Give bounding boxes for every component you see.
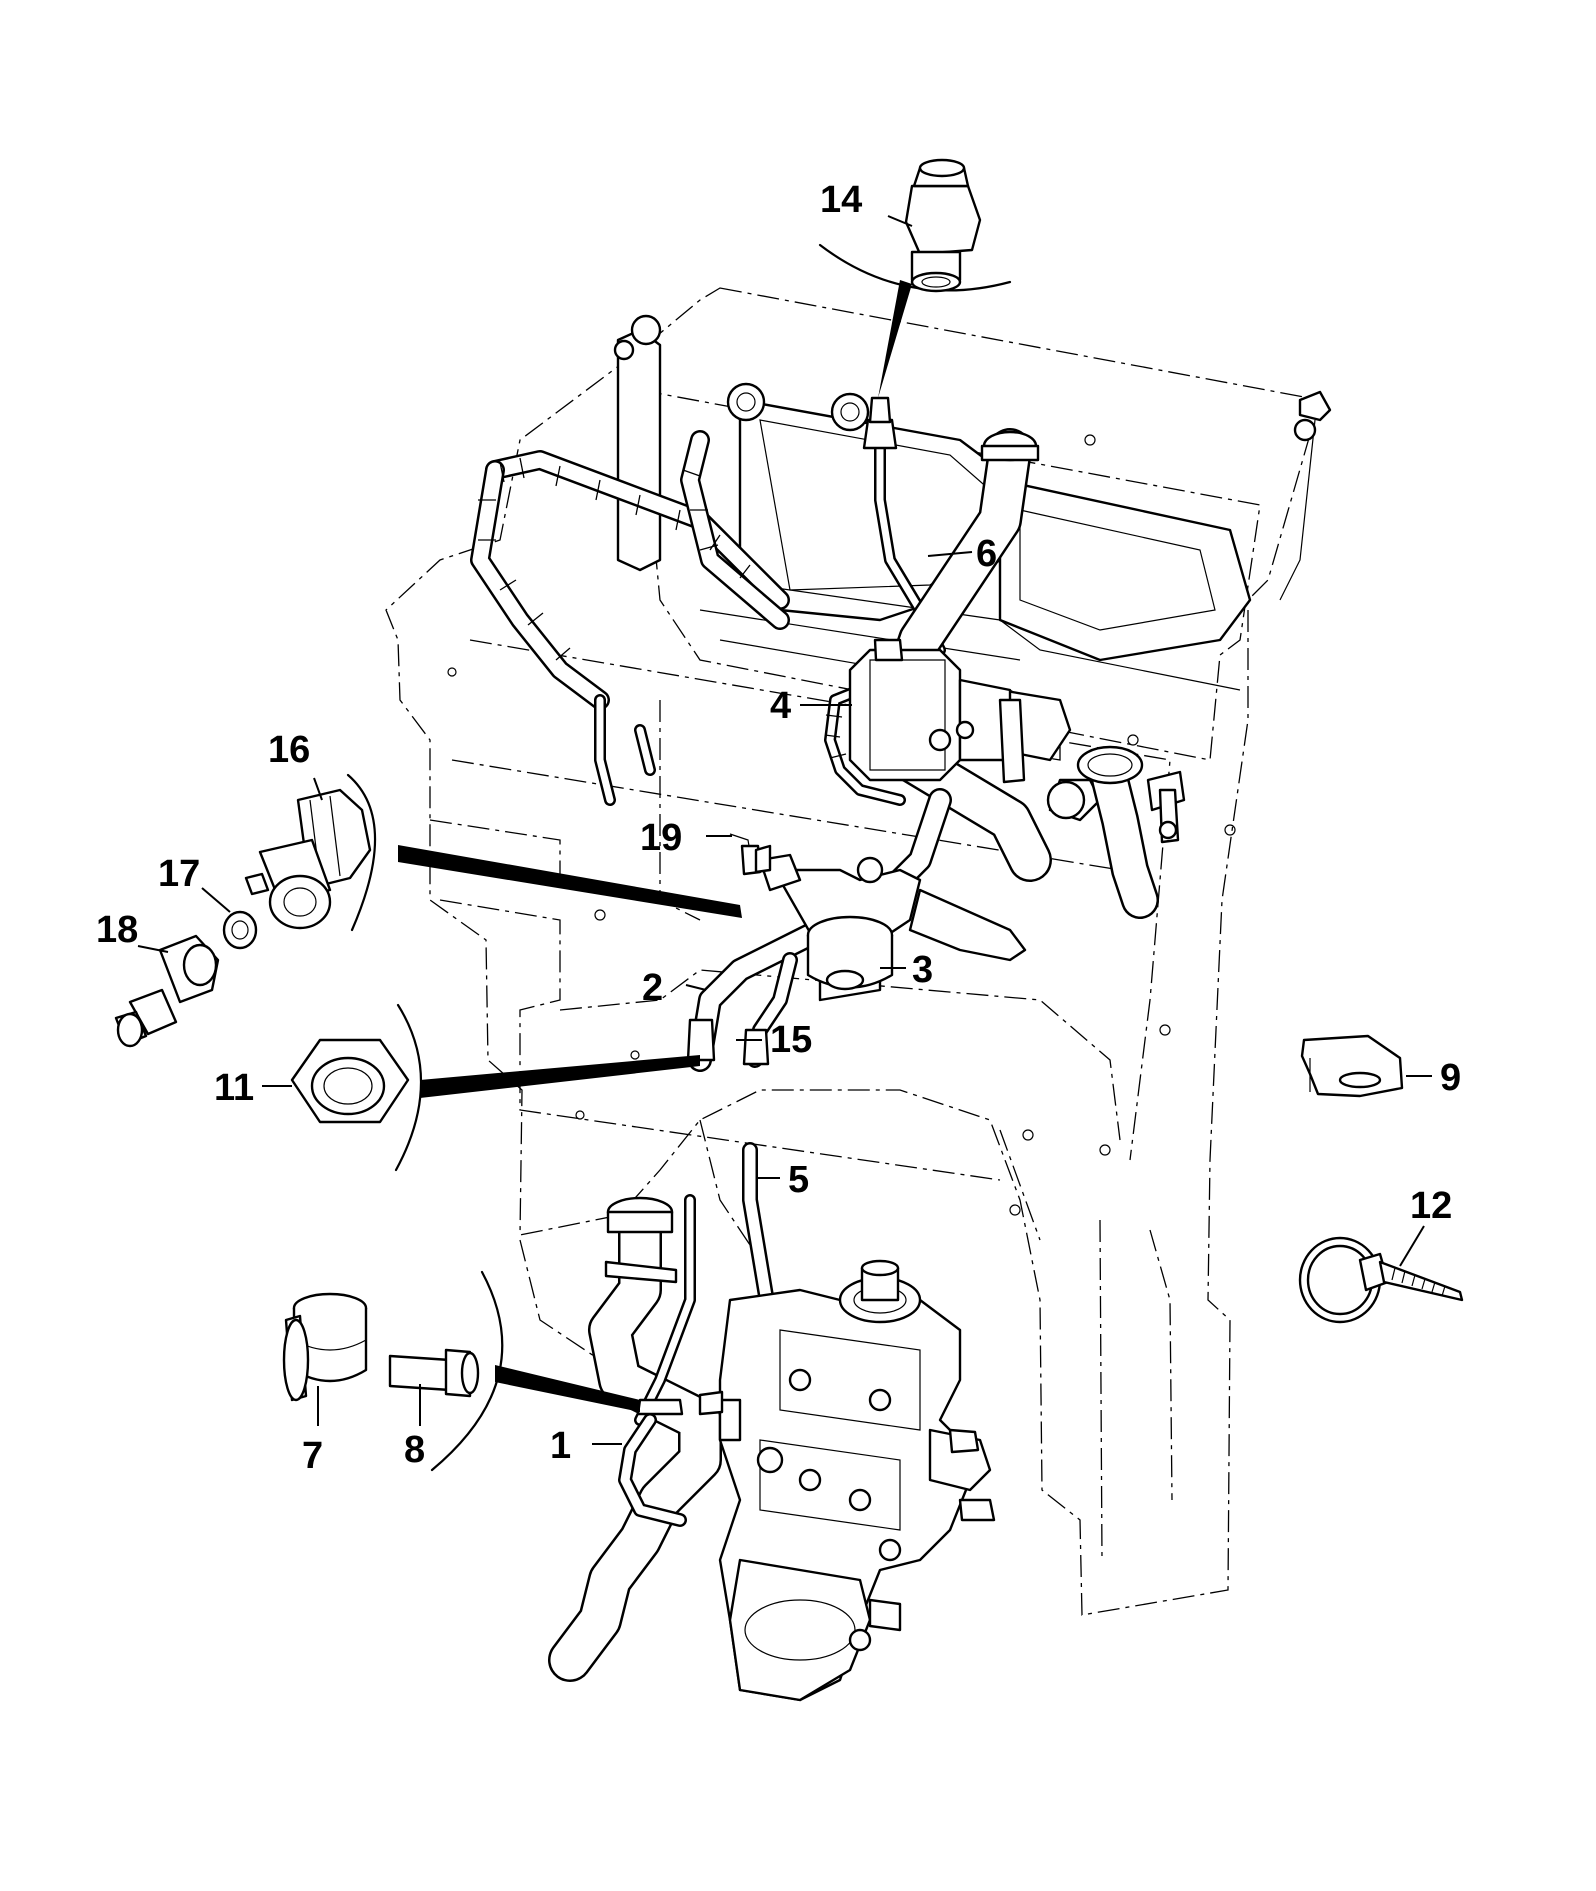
callout-2: 2 <box>642 967 663 1009</box>
callout-9: 9 <box>1440 1057 1461 1099</box>
hose-2 <box>686 788 952 1072</box>
callout-14: 14 <box>820 179 862 221</box>
callout-4: 4 <box>770 685 791 727</box>
detail-7-8 <box>282 1270 640 1472</box>
sensor-19 <box>729 833 772 876</box>
chassis-frame <box>385 287 1321 1616</box>
suction-hose-lower <box>548 1194 722 1682</box>
leader-lines <box>137 215 1432 1445</box>
wire-harness <box>470 430 790 806</box>
right-hose-fittings <box>1076 745 1186 919</box>
hydraulic-pump <box>698 1259 996 1702</box>
callout-6: 6 <box>976 533 997 575</box>
detail-11 <box>290 1003 700 1172</box>
callout-11: 11 <box>214 1067 254 1109</box>
callout-5: 5 <box>788 1159 809 1201</box>
callout-7: 7 <box>302 1435 323 1477</box>
callout-15: 15 <box>770 1019 812 1061</box>
detail-14 <box>818 158 1012 398</box>
callout-1: 1 <box>550 1425 571 1467</box>
filter-3 <box>758 853 1027 1002</box>
cable-tie-12 <box>1298 1236 1464 1324</box>
callout-8: 8 <box>404 1429 425 1471</box>
hose-15 <box>742 952 798 1068</box>
callout-19: 19 <box>640 817 682 859</box>
detail-16-17-18 <box>114 773 742 1048</box>
clip-9 <box>1300 1034 1404 1098</box>
callout-17: 17 <box>158 853 200 895</box>
callout-16: 16 <box>268 729 310 771</box>
callout-3: 3 <box>912 949 933 991</box>
filter-head-manifold <box>848 638 1026 784</box>
callout-12: 12 <box>1410 1185 1452 1227</box>
callout-18: 18 <box>96 909 138 951</box>
callout-labels: 14 6 4 16 17 18 19 3 2 15 11 9 5 12 1 7 … <box>96 179 1461 1477</box>
